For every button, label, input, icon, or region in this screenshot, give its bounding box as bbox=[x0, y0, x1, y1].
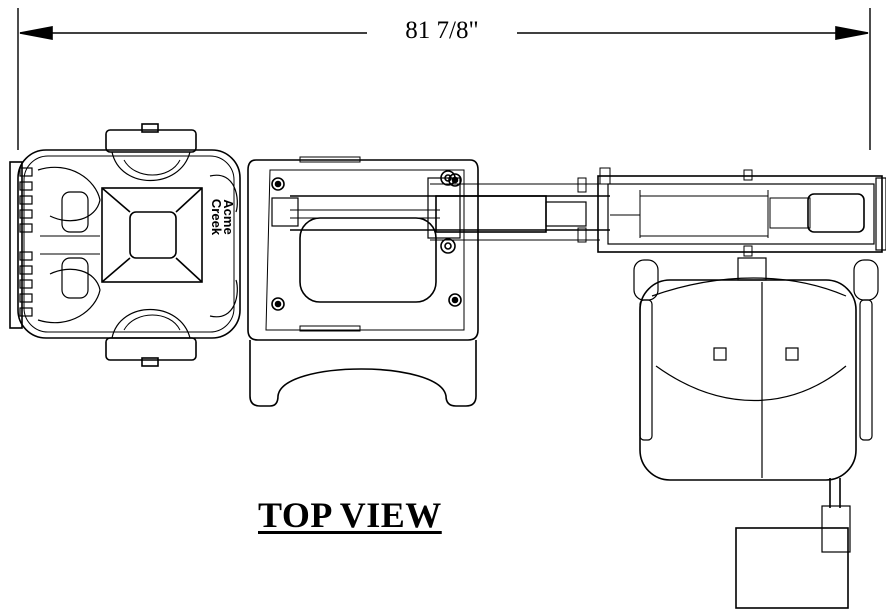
seat-assembly bbox=[633, 257, 879, 609]
track-base-assembly bbox=[9, 123, 241, 367]
overall-length-dimension: 81 7/8" bbox=[367, 16, 517, 46]
view-title: TOP VIEW bbox=[258, 495, 442, 535]
boom-arm bbox=[290, 167, 886, 257]
brand-line2: Creek bbox=[209, 198, 224, 236]
brand-logo: Acme Creek bbox=[209, 187, 236, 247]
mounting-plate bbox=[247, 156, 479, 407]
